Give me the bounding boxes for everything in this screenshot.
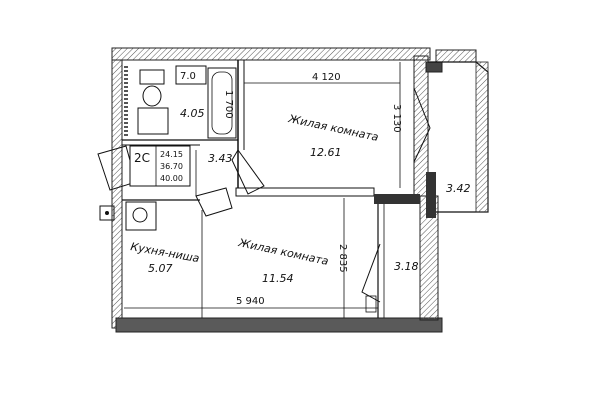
balcony-large-rail (475, 61, 489, 213)
bathtub (207, 67, 237, 139)
stove-burner (132, 207, 148, 223)
top-right-stub (435, 49, 477, 63)
small-box-right (365, 295, 377, 313)
sink (137, 107, 169, 135)
living-room-1-area: 12.61 (310, 146, 342, 159)
washing-machine (175, 65, 207, 85)
meter-box-dot (105, 211, 109, 215)
kitchen-area: 5.07 (148, 262, 173, 275)
bathtub-inner (211, 71, 233, 135)
balcony-door-lower (361, 243, 381, 303)
interior-wall-horizontal (235, 187, 375, 197)
fixture-label: 7.0 (180, 71, 196, 82)
apartment-tag-code: 2С (134, 151, 150, 165)
living-room-2-label: Жилая комната (236, 236, 330, 268)
hall-door-bottom (195, 187, 233, 217)
bath-length-label: 1 700 (223, 90, 234, 119)
right-wall-upper (413, 55, 429, 197)
apartment-tag-box (129, 145, 191, 187)
toilet-tank (139, 69, 165, 85)
interior-wall-dark-block (374, 194, 420, 204)
meter-box (99, 205, 115, 221)
hall-area: 3.43 (208, 152, 233, 165)
living-room-1-label: Жилая комната (286, 112, 380, 144)
bathroom-area: 4.05 (180, 107, 205, 120)
apartment-tag-value-1: 24.15 (160, 150, 183, 159)
dim-top-width: 4 120 (312, 72, 341, 83)
balcony-large-area: 3.42 (446, 182, 471, 195)
toilet-bowl (142, 85, 162, 107)
apartment-tag-value-2: 36.70 (160, 162, 183, 171)
balcony-dark-strip (426, 172, 436, 218)
stove (125, 201, 157, 231)
dim-middle-height: 2 835 (337, 244, 348, 273)
balcony-small-area: 3.18 (394, 260, 419, 273)
bottom-wall (115, 317, 443, 333)
living-room-2-area: 11.54 (262, 272, 294, 285)
hall-door-right (231, 149, 265, 195)
dim-bottom-width: 5 940 (236, 296, 265, 307)
top-right-dark (425, 61, 443, 73)
dim-right-height: 3 130 (391, 104, 402, 133)
top-wall (111, 47, 431, 61)
apartment-tag-value-3: 40.00 (160, 174, 183, 183)
left-wall (111, 59, 123, 329)
balcony-door-upper (413, 87, 431, 163)
